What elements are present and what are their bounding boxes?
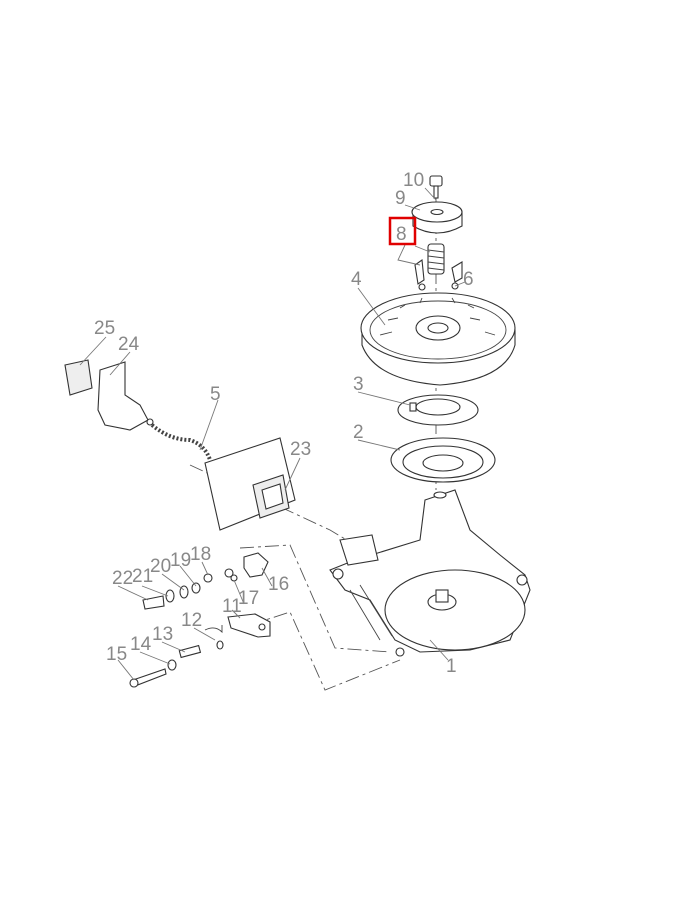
part-5-rope — [150, 423, 212, 461]
part-labels: 1 2 3 4 5 6 8 9 10 11 12 13 14 15 16 17 … — [94, 170, 474, 677]
part-24-handle — [97, 361, 154, 431]
label-14: 14 — [130, 634, 152, 655]
label-22: 22 — [112, 568, 133, 589]
part-6-pawls — [414, 259, 463, 291]
label-4: 4 — [351, 269, 362, 290]
label-9: 9 — [395, 188, 406, 209]
label-24: 24 — [118, 334, 140, 355]
part-4-pulley — [360, 292, 516, 386]
label-8: 8 — [396, 224, 407, 245]
part-10-bolt — [429, 175, 443, 199]
label-5: 5 — [210, 384, 221, 405]
label-15: 15 — [106, 644, 127, 665]
label-17: 17 — [238, 588, 259, 609]
part-23-plate — [204, 437, 296, 531]
part-1-housing — [329, 489, 531, 657]
label-3: 3 — [353, 374, 364, 395]
part-8-spring — [427, 243, 445, 275]
label-6: 6 — [463, 269, 474, 290]
label-12: 12 — [181, 610, 202, 631]
label-10: 10 — [403, 170, 424, 191]
label-23: 23 — [290, 439, 311, 460]
part-25-grip-insert — [64, 359, 93, 396]
label-25: 25 — [94, 318, 115, 339]
label-11: 11 — [222, 596, 242, 617]
highlight-box — [388, 216, 417, 246]
label-2: 2 — [353, 422, 364, 443]
part-3-spring — [397, 394, 479, 426]
label-1: 1 — [446, 656, 457, 677]
label-13: 13 — [152, 624, 173, 645]
small-parts — [129, 552, 271, 688]
part-9-disc — [411, 201, 463, 234]
label-21: 21 — [132, 566, 153, 587]
part-2-plate — [390, 437, 496, 483]
label-19: 19 — [170, 550, 191, 571]
label-16: 16 — [268, 574, 289, 595]
label-20: 20 — [150, 556, 171, 577]
label-18: 18 — [190, 544, 211, 565]
leader-lines — [79, 187, 466, 681]
